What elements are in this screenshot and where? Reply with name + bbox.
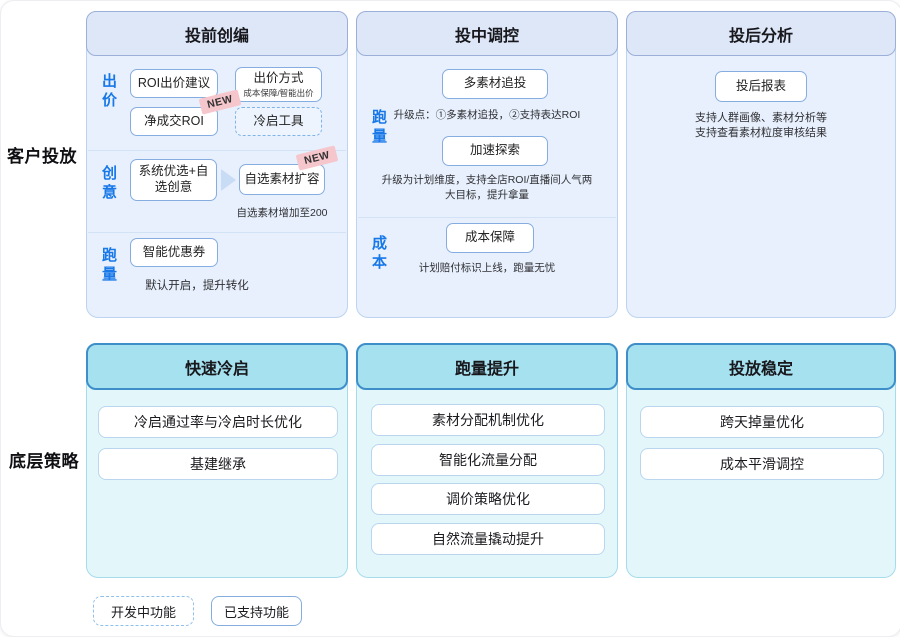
strategy-item: 调价策略优化 [371,483,605,515]
section-label-volume: 跑量 [101,247,117,283]
panel-fast-cold-start-header: 快速冷启 [86,343,348,390]
row-label-underlying-strategy: 底层策略 [9,452,79,471]
bid-method-subtitle: 成本保障/智能出价 [243,87,314,98]
section-divider [88,232,346,233]
feature-box-multi-material-chase: 多素材追投 [442,69,548,99]
section-label-cost: 成本 [371,235,387,271]
panel-delivery-stability: 投放稳定 跨天掉量优化 成本平滑调控 [626,343,896,578]
panel-pre-launch-header: 投前创编 [86,11,348,56]
post-report-note: 支持人群画像、素材分析等 支持查看素材粒度审核结果 [637,111,885,142]
strategy-item: 智能化流量分配 [371,444,605,476]
smart-coupon-note: 默认开启，提升转化 [145,280,249,292]
row-label-customer-delivery: 客户投放 [7,147,77,166]
feature-box-cost-guarantee: 成本保障 [446,223,534,253]
section-divider [88,150,346,151]
material-expand-note: 自选素材增加至200 [236,207,328,219]
bid-method-title: 出价方式 [253,70,304,85]
panel-post-launch-header: 投后分析 [626,11,896,56]
panel-mid-launch: 投中调控 跑量 多素材追投 升级点：①多素材追投，②支持表达ROI 加速探索 升… [356,11,618,318]
section-divider [358,217,616,218]
strategy-item: 基建继承 [98,448,338,480]
multi-material-note: 升级点：①多素材追投，②支持表达ROI [393,109,581,121]
feature-box-bid-method: 出价方式 成本保障/智能出价 [235,67,322,102]
legend-developing-feature: 开发中功能 [93,596,194,626]
panel-pre-launch: 投前创编 出价 ROI出价建议 出价方式 成本保障/智能出价 净成交ROI NE… [86,11,348,318]
section-label-creative: 创意 [101,165,117,201]
panel-volume-boost-header: 跑量提升 [356,343,618,390]
strategy-item: 冷启通过率与冷启时长优化 [98,406,338,438]
strategy-item: 素材分配机制优化 [371,404,605,436]
feature-box-material-expand: 自选素材扩容 [239,164,325,195]
feature-box-post-report: 投后报表 [715,71,807,102]
section-label-volume: 跑量 [371,109,387,145]
accelerate-note: 升级为计划维度，支持全店ROI/直播间人气两大目标，提升拿量 [381,174,593,201]
feature-box-accelerate-explore: 加速探索 [442,136,548,166]
section-label-bidding: 出价 [101,73,117,109]
post-report-note-line2: 支持查看素材粒度审核结果 [695,127,827,140]
strategy-item: 跨天掉量优化 [640,406,884,438]
legend-supported-feature: 已支持功能 [211,596,302,626]
post-report-note-line1: 支持人群画像、素材分析等 [695,112,827,124]
feature-box-system-plus-custom: 系统优选+自选创意 [130,159,217,201]
feature-box-cold-start-tool: 冷启工具 [235,107,322,136]
arrow-right-icon [221,169,236,191]
panel-mid-launch-header: 投中调控 [356,11,618,56]
feature-box-smart-coupon: 智能优惠券 [130,238,218,267]
panel-fast-cold-start: 快速冷启 冷启通过率与冷启时长优化 基建继承 [86,343,348,578]
panel-delivery-stability-header: 投放稳定 [626,343,896,390]
panel-volume-boost: 跑量提升 素材分配机制优化 智能化流量分配 调价策略优化 自然流量撬动提升 [356,343,618,578]
strategy-item: 成本平滑调控 [640,448,884,480]
strategy-item: 自然流量撬动提升 [371,523,605,555]
feature-box-roi-bid-suggest: ROI出价建议 [130,69,218,98]
cost-guarantee-note: 计划赔付标识上线，跑量无忧 [418,262,556,274]
panel-post-launch: 投后分析 投后报表 支持人群画像、素材分析等 支持查看素材粒度审核结果 [626,11,896,318]
